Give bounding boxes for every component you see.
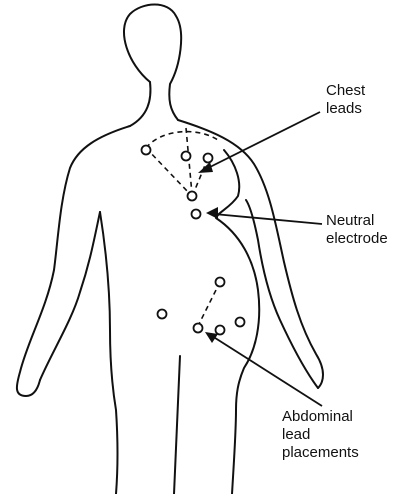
left-torso-outline [100,212,118,494]
right-arm-outer-outline [178,120,323,388]
chest-dashed-right2 [194,158,208,192]
left-arm-inner-outline [40,212,100,380]
body-outline-icon [17,5,323,495]
head-outline [124,5,181,121]
neutral-pointer-line [214,214,322,224]
neutral-electrode-label: Neutral electrode [326,212,388,248]
chest-dashed-arc [146,132,218,148]
electrode-icon [142,146,151,155]
neutral-arrowhead [206,207,218,219]
chest-arrow-icon [198,112,320,173]
left-arm-outer-outline [17,126,130,396]
electrode-icon [188,192,197,201]
electrode-icon [236,318,245,327]
inner-leg-outline [174,356,180,494]
electrode-icon [194,324,203,333]
neck-left-outline [130,82,150,126]
electrode-icon [216,278,225,287]
chest-electrodes [142,146,213,201]
electrode-icon [182,152,191,161]
neutral-electrode-icon [192,210,201,219]
electrode-icon [158,310,167,319]
electrode-icon [216,326,225,335]
right-leg-outline [232,410,236,494]
electrode-icon [204,154,213,163]
chest-pointer-line [204,112,320,170]
abdominal-dashed-link [198,282,220,326]
chest-leads-label: Chest leads [326,82,365,118]
chest-arrowhead [198,162,213,173]
abdominal-lead-placements-label: Abdominal lead placements [282,408,359,462]
abdominal-electrodes [158,278,245,335]
right-arm-inner-outline [246,200,318,388]
